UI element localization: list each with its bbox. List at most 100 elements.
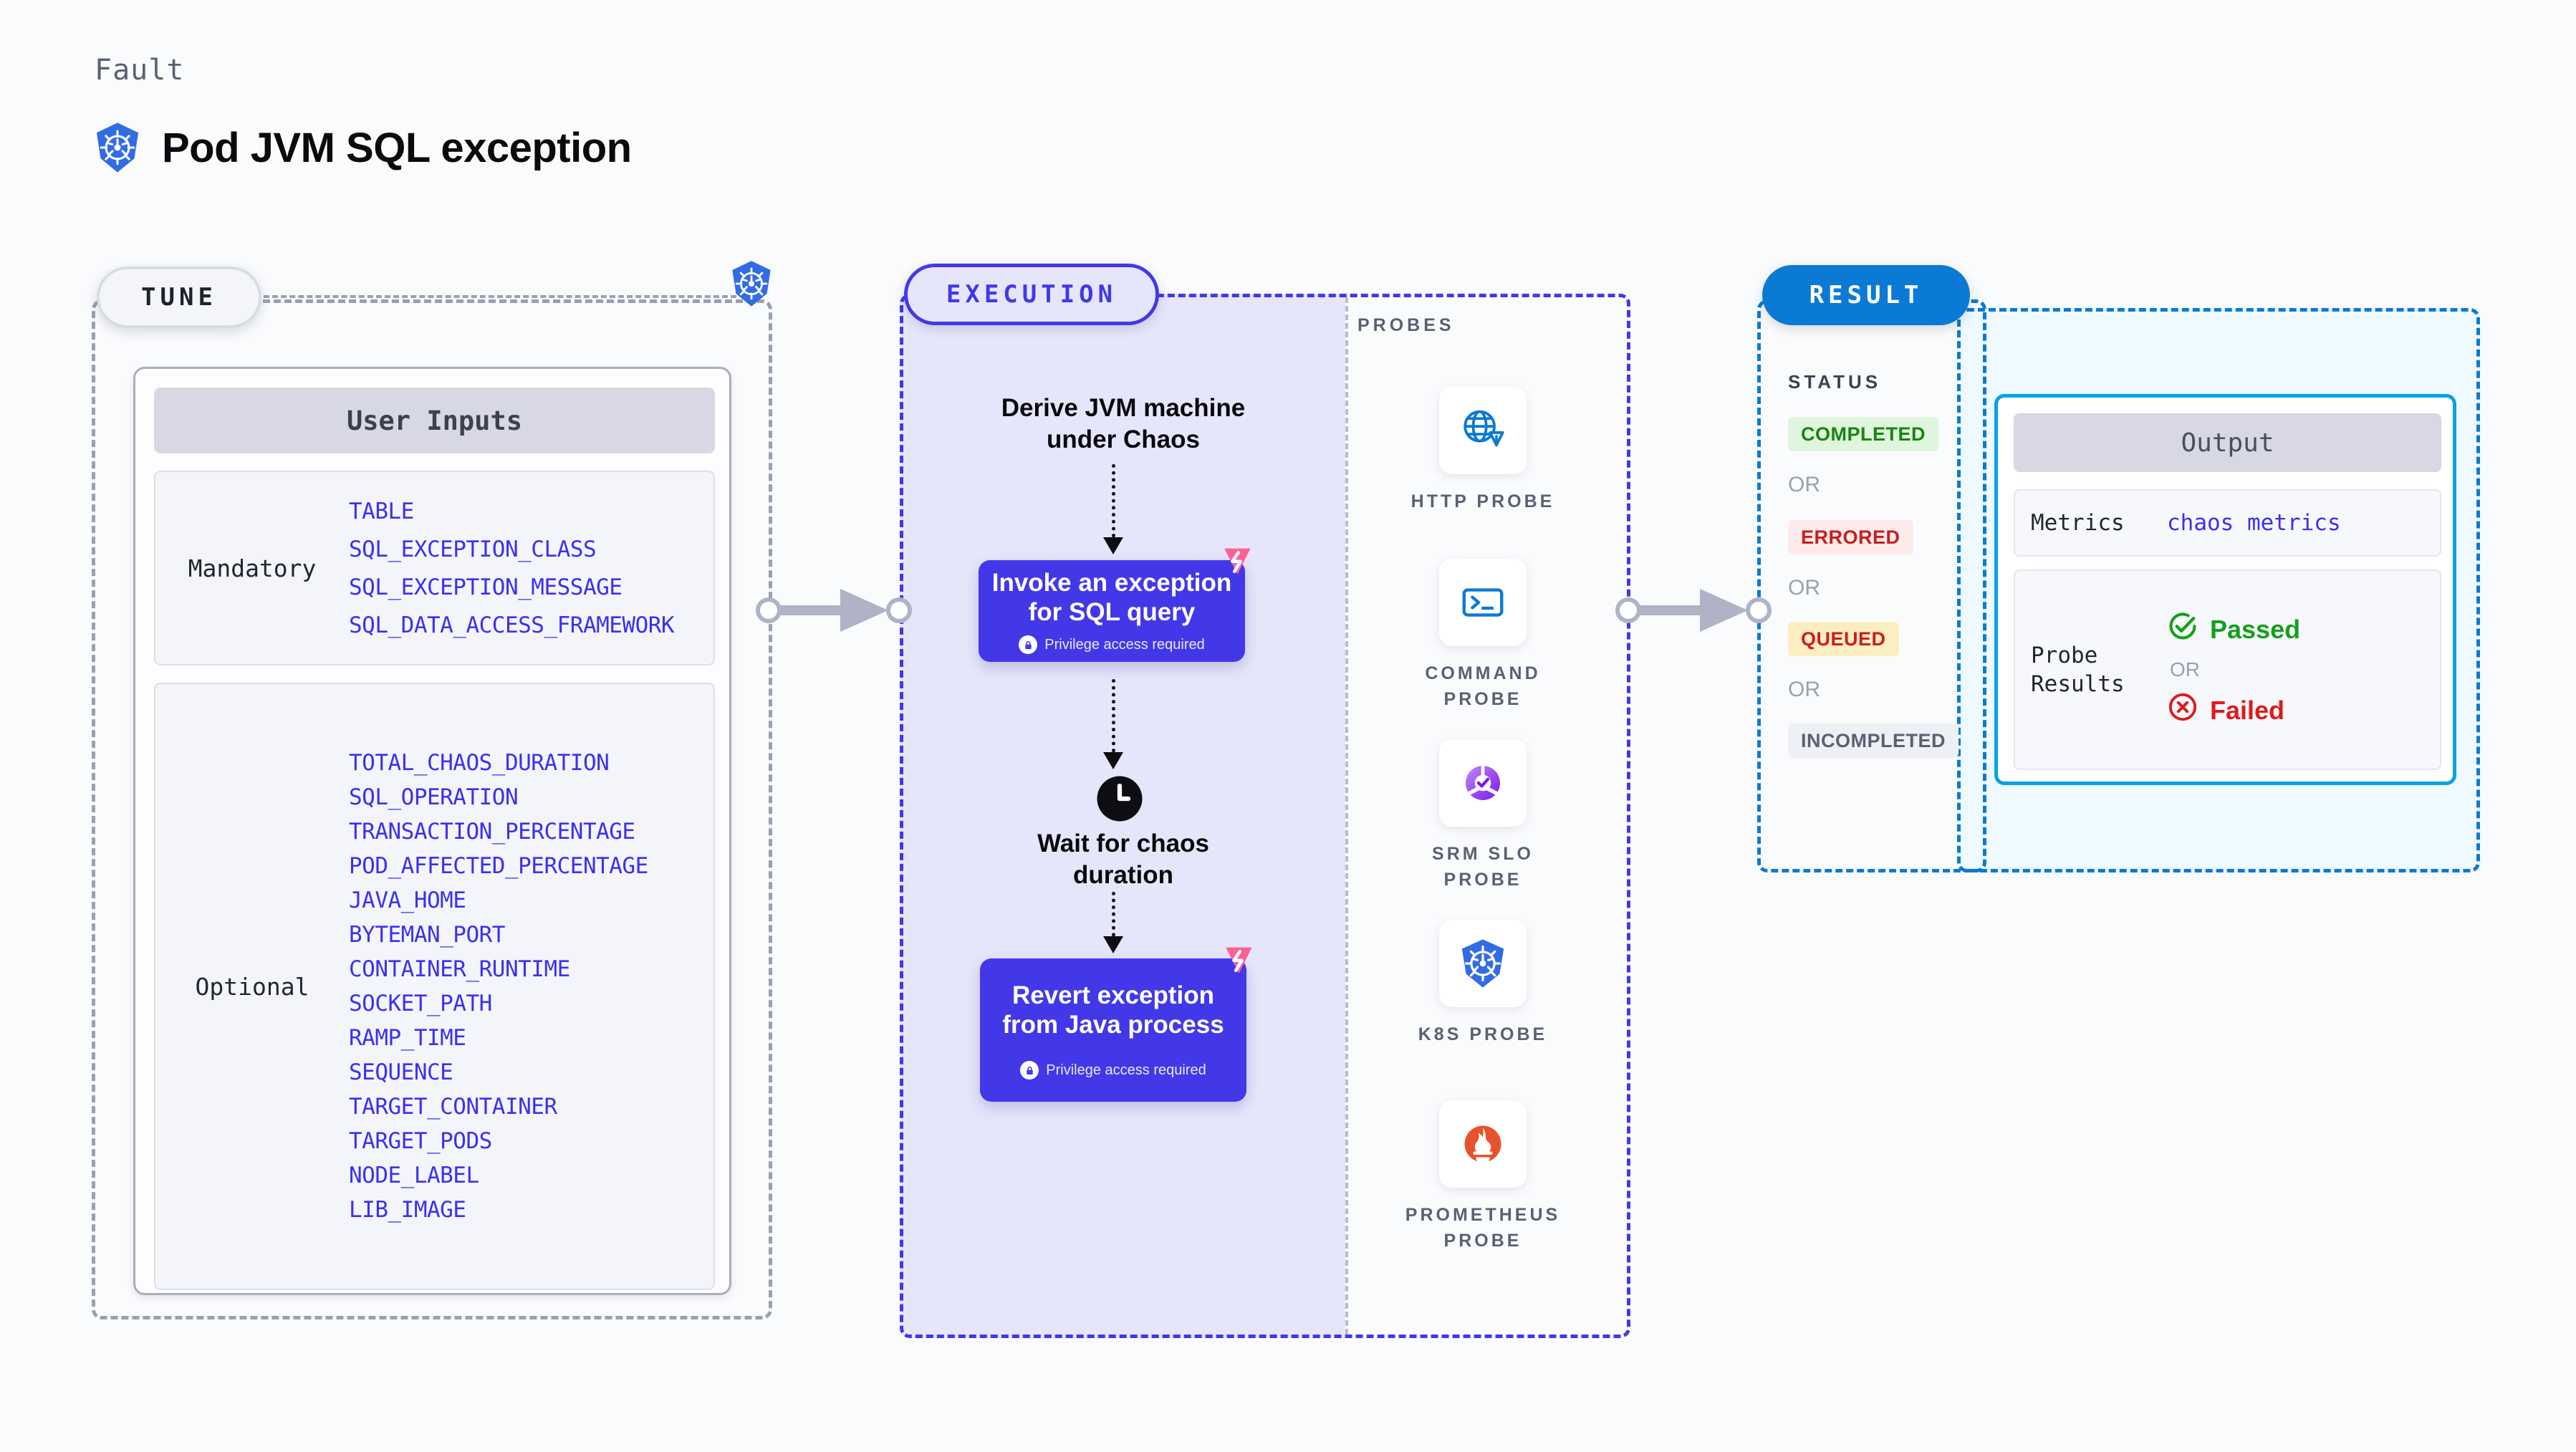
output-row-metrics: Metrics chaos metrics	[2014, 489, 2441, 557]
list-item[interactable]: TABLE	[349, 498, 414, 524]
list-item[interactable]: NODE_LABEL	[349, 1163, 479, 1188]
execution-action-2[interactable]: Revert exception from Java process Privi…	[980, 958, 1246, 1102]
execution-stage-frame	[900, 294, 1630, 1338]
probes-divider	[1345, 297, 1348, 1335]
stage-label-execution[interactable]: EXECUTION	[904, 264, 1159, 325]
tune-stage-frame	[92, 299, 772, 1319]
terminal-icon	[1439, 559, 1527, 646]
arrowhead-icon	[1103, 752, 1123, 769]
action-2-note: Privilege access required	[1020, 1061, 1206, 1080]
probe-results-key: Probe Results	[2031, 642, 2125, 697]
lock-icon	[1020, 1061, 1039, 1080]
list-item[interactable]: SEQUENCE	[349, 1059, 453, 1085]
flow-arrow-2	[1112, 679, 1115, 759]
or-separator: OR	[1788, 473, 1820, 496]
metrics-key: Metrics	[2031, 509, 2125, 536]
execution-action-1[interactable]: Invoke an exception for SQL query Privil…	[979, 560, 1245, 662]
status-badge: QUEUED	[1788, 622, 1899, 656]
status-title: STATUS	[1788, 371, 1882, 393]
list-item[interactable]: POD_AFFECTED_PERCENTAGE	[349, 853, 648, 879]
user-inputs-title: User Inputs	[154, 388, 715, 453]
output-row-probe-results: Probe Results Passed OR	[2014, 569, 2441, 770]
execution-step-1-title: Derive JVM machine under Chaos	[1001, 394, 1246, 453]
output-title: Output	[2014, 413, 2441, 472]
list-item[interactable]: BYTEMAN_PORT	[349, 922, 505, 948]
list-item[interactable]: CONTAINER_RUNTIME	[349, 956, 570, 982]
probe-item-http[interactable]: HTTP PROBE	[1390, 387, 1576, 514]
list-item[interactable]: TRANSACTION_PERCENTAGE	[349, 819, 635, 845]
list-item[interactable]: JAVA_HOME	[349, 888, 466, 913]
failed-label: Failed	[2210, 695, 2285, 725]
connector-tune-to-execution	[756, 589, 912, 632]
probe-result-passed: Passed	[2167, 610, 2300, 648]
page-eyebrow: Fault	[95, 54, 185, 87]
stage-label-tune[interactable]: TUNE	[97, 266, 261, 328]
list-item[interactable]: RAMP_TIME	[349, 1025, 466, 1051]
optional-label: Optional	[195, 972, 309, 1001]
probe-item-srm-slo[interactable]: SRM SLO PROBE	[1390, 739, 1576, 893]
mandatory-inputs-group: Mandatory TABLE SQL_EXCEPTION_CLASS SQL_…	[154, 471, 715, 665]
status-badge: INCOMPLETED	[1788, 723, 1959, 758]
clock-icon	[1096, 775, 1143, 826]
kubernetes-icon	[729, 260, 774, 311]
arrowhead-icon	[1103, 936, 1123, 953]
probes-title: PROBES	[1357, 315, 1455, 335]
optional-inputs-group: Optional TOTAL_CHAOS_DURATION SQL_OPERAT…	[154, 683, 715, 1290]
tune-dashed-connector	[264, 295, 736, 298]
action-1-title: Invoke an exception for SQL query	[991, 568, 1232, 626]
action-1-note-text: Privilege access required	[1044, 636, 1205, 653]
probe-label: COMMAND PROBE	[1425, 663, 1541, 710]
status-badge: ERRORED	[1788, 520, 1913, 554]
connector-execution-to-result	[1615, 589, 1772, 632]
probe-item-command[interactable]: COMMAND PROBE	[1390, 559, 1576, 713]
page-title: Pod JVM SQL exception	[162, 124, 632, 171]
probe-label: HTTP PROBE	[1410, 491, 1555, 511]
list-item[interactable]: LIB_IMAGE	[349, 1197, 466, 1223]
mandatory-input-list: TABLE SQL_EXCEPTION_CLASS SQL_EXCEPTION_…	[349, 498, 675, 638]
list-item[interactable]: TARGET_CONTAINER	[349, 1094, 557, 1120]
prometheus-flame-icon	[1439, 1100, 1527, 1188]
or-separator: OR	[1788, 678, 1820, 701]
or-separator: OR	[1788, 576, 1820, 600]
list-item[interactable]: TOTAL_CHAOS_DURATION	[349, 750, 610, 776]
list-item[interactable]: SQL_EXCEPTION_MESSAGE	[349, 574, 623, 600]
litmus-badge-icon	[1218, 943, 1258, 987]
probe-label: PROMETHEUS PROBE	[1405, 1205, 1561, 1251]
probe-results-values: Passed OR Failed	[2167, 610, 2300, 729]
page-title-row: Pod JVM SQL exception	[93, 122, 632, 173]
user-inputs-card: User Inputs Mandatory TABLE SQL_EXCEPTIO…	[133, 367, 731, 1295]
kubernetes-icon	[1439, 920, 1527, 1007]
probe-item-prometheus[interactable]: PROMETHEUS PROBE	[1390, 1100, 1576, 1254]
execution-step-2-title: Wait for chaos duration	[1037, 830, 1209, 889]
list-item[interactable]: SQL_OPERATION	[349, 784, 519, 810]
flow-arrow-3	[1112, 892, 1115, 943]
stage-label-result[interactable]: RESULT	[1762, 265, 1970, 325]
output-card: Output Metrics chaos metrics Probe Resul…	[1994, 394, 2456, 785]
status-badge: COMPLETED	[1788, 417, 1939, 451]
or-separator: OR	[2170, 658, 2200, 681]
list-item[interactable]: TARGET_PODS	[349, 1128, 492, 1154]
list-item[interactable]: SQL_DATA_ACCESS_FRAMEWORK	[349, 612, 675, 638]
flow-arrow-1	[1112, 464, 1115, 544]
action-2-note-text: Privilege access required	[1046, 1062, 1206, 1078]
probe-item-k8s[interactable]: K8S PROBE	[1390, 920, 1576, 1047]
probe-result-failed: Failed	[2167, 691, 2300, 729]
mandatory-label: Mandatory	[188, 554, 317, 582]
list-item[interactable]: SOCKET_PATH	[349, 991, 492, 1016]
x-circle-icon	[2167, 691, 2198, 729]
lock-icon	[1019, 635, 1038, 655]
optional-input-list: TOTAL_CHAOS_DURATION SQL_OPERATION TRANS…	[349, 750, 648, 1223]
litmus-badge-icon	[1216, 544, 1256, 588]
check-circle-icon	[2167, 610, 2198, 648]
action-1-note: Privilege access required	[1019, 635, 1205, 655]
probe-label: K8S PROBE	[1418, 1024, 1548, 1044]
action-2-title: Revert exception from Java process	[1002, 981, 1224, 1039]
probe-label: SRM SLO PROBE	[1432, 844, 1534, 890]
arrowhead-icon	[1103, 537, 1123, 554]
globe-warning-icon	[1439, 387, 1527, 474]
slo-donut-check-icon	[1439, 739, 1527, 827]
kubernetes-icon	[93, 122, 142, 173]
passed-label: Passed	[2210, 614, 2301, 644]
metrics-value[interactable]: chaos metrics	[2167, 510, 2341, 536]
list-item[interactable]: SQL_EXCEPTION_CLASS	[349, 536, 597, 562]
